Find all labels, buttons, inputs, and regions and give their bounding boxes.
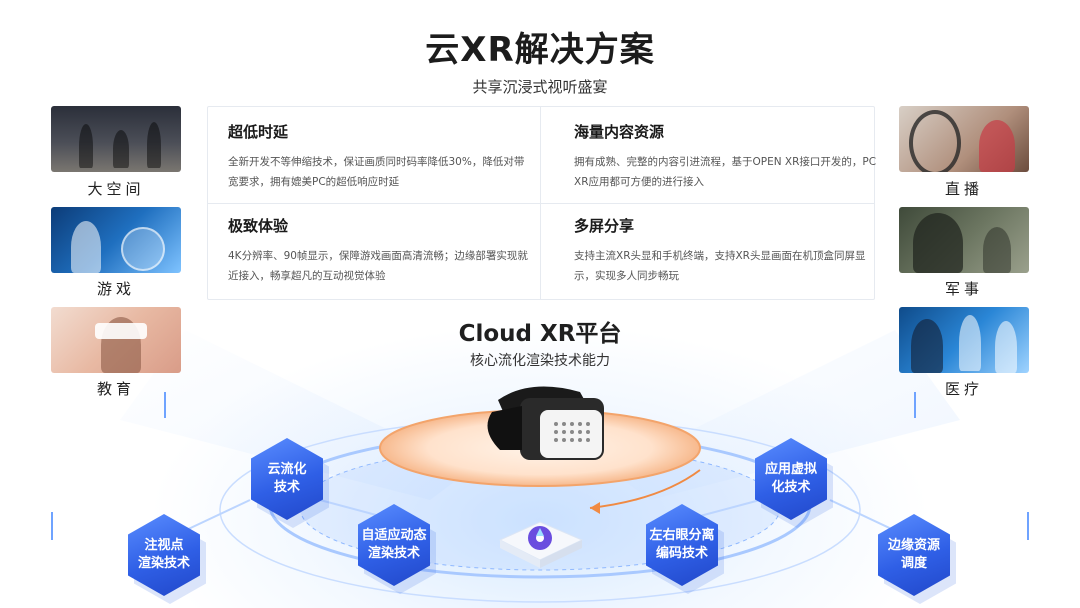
feature-content-resources: 海量内容资源 拥有成熟、完整的内容引进流程，基于OPEN XR接口开发的，PC … [574,121,879,192]
tech-hex-eye-split-encoding: 左右眼分离编码技术 [646,504,718,586]
scenario-image-military [899,207,1029,273]
feature-multi-screen-share: 多屏分享 支持主流XR头显和手机终端，支持XR头显画面在机顶盒同屏显示，实现多人… [574,215,879,286]
tech-label-line1: 左右眼分离 [649,528,715,543]
tech-hex-edge-scheduling: 边缘资源调度 [878,514,950,596]
tech-label-line1: 应用虚拟 [764,462,817,477]
features-panel: 超低时延 全新开发不等伸缩技术，保证画质同时码率降低30%，降低对带宽要求，拥有… [207,106,876,300]
scenario-label-military: 军事 [944,280,983,298]
feature-title: 多屏分享 [574,217,635,235]
light-beam-right [610,330,960,500]
tech-hex-foveated-rendering: 注视点渲染技术 [128,514,200,596]
scenario-image-medical [899,307,1029,373]
scenario-image-livestream [899,106,1029,172]
vr-headset-icon [487,386,604,460]
feature-title: 极致体验 [228,217,289,235]
platform-title: Cloud XR平台 [458,321,622,347]
feature-description: 4K分辨率、90帧显示，保障游戏画面高清流畅；边缘部署实现就近接入，畅享超凡的互… [228,250,528,282]
feature-ultra-low-latency: 超低时延 全新开发不等伸缩技术，保证画质同时码率降低30%，降低对带宽要求，拥有… [228,121,533,192]
feature-title: 海量内容资源 [574,123,665,141]
scenario-image-education [51,307,181,373]
scenario-image-game [51,207,181,273]
tech-label-line2: 渲染技术 [137,556,190,571]
feature-description: 全新开发不等伸缩技术，保证画质同时码率降低30%，降低对带宽要求，拥有媲美PC的… [228,156,525,188]
scenario-label-large-space: 大空间 [87,180,145,198]
arrow-icon [590,502,600,514]
feature-title: 超低时延 [228,123,289,141]
page-subtitle: 共享沉浸式视听盛宴 [472,78,608,96]
tech-label-line1: 自适应动态 [361,528,427,543]
tech-label-line2: 技术 [273,480,300,495]
tech-label-line2: 渲染技术 [367,546,420,561]
platform-subtitle: 核心流化渲染技术能力 [470,353,610,369]
tech-hex-adaptive-rendering: 自适应动态渲染技术 [358,504,430,586]
orange-arc [589,469,701,509]
tech-label-line1: 注视点 [144,538,184,553]
set-top-box-icon [498,521,584,568]
scenario-image-large-space [51,106,181,172]
feature-ultimate-experience: 极致体验 4K分辨率、90帧显示，保障游戏画面高清流畅；边缘部署实现就近接入，畅… [228,215,533,286]
tech-label-line1: 边缘资源 [887,538,940,553]
tech-label-line2: 调度 [900,556,927,571]
feature-description: 拥有成熟、完整的内容引进流程，基于OPEN XR接口开发的，PC XR应用都可方… [574,156,877,188]
scenario-label-education: 教育 [96,380,135,398]
tech-label-line2: 编码技术 [655,546,708,561]
scenario-label-livestream: 直播 [944,180,983,198]
scenario-label-game: 游戏 [96,280,135,298]
feature-description: 支持主流XR头显和手机终端，支持XR头显画面在机顶盒同屏显示，实现多人同步畅玩 [574,250,866,282]
scenario-label-medical: 医疗 [944,380,983,398]
light-beam-left [120,330,470,500]
tech-label-line1: 云流化 [267,462,307,477]
page-title: 云XR解决方案 [425,30,655,70]
tech-label-line2: 化技术 [771,480,811,495]
